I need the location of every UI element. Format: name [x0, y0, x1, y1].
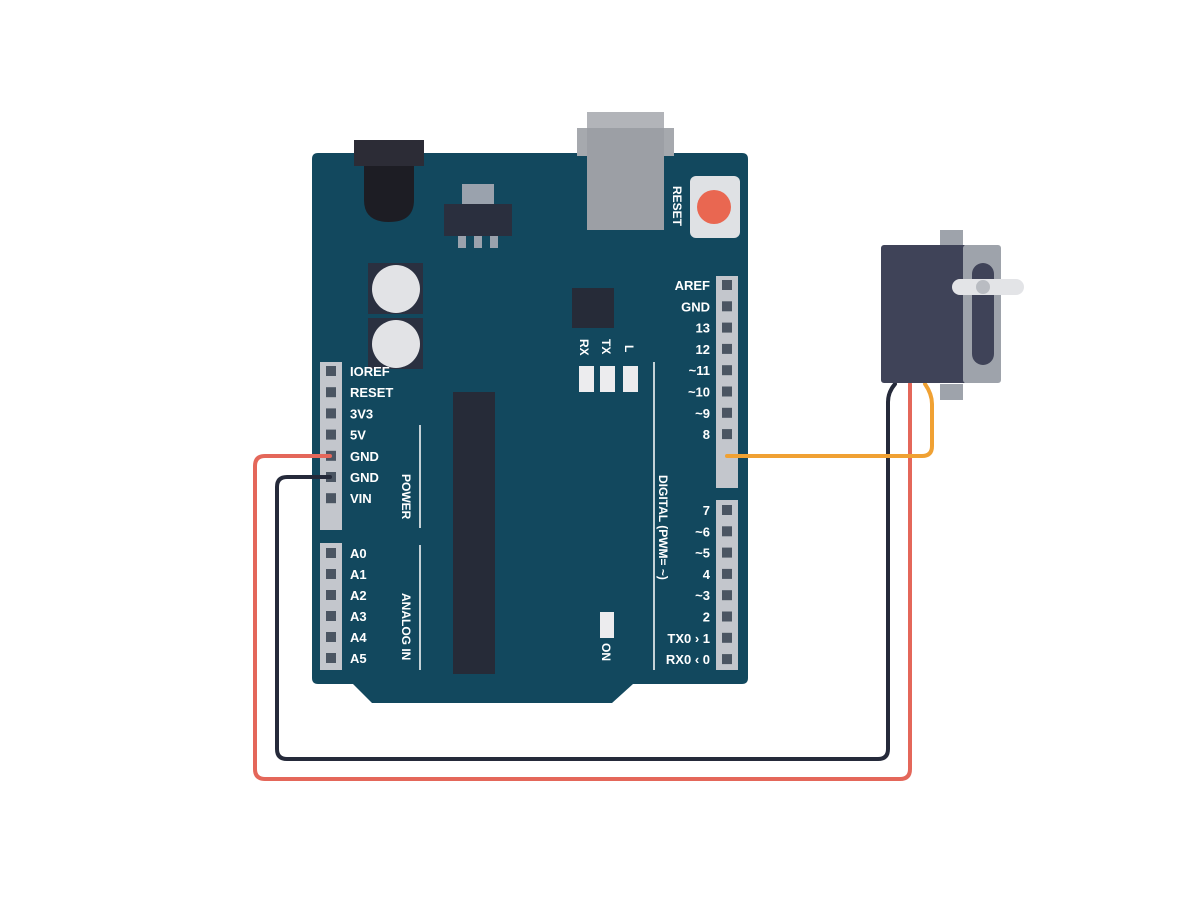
digital-low-pin-4-3 — [722, 568, 732, 579]
ground-wire — [275, 382, 897, 761]
analog-pin-label-a2-2: A2 — [350, 588, 367, 603]
signal-wire-pin9 — [725, 382, 934, 458]
servo-bottom-tab — [940, 384, 963, 400]
digital-pin-9-6 — [722, 407, 732, 418]
power-header — [320, 362, 342, 530]
digital-pin-label-aref-0: AREF — [675, 278, 710, 293]
wires — [253, 382, 934, 781]
digital-low-pin-3-4 — [722, 590, 732, 601]
analog-pin-a3-3 — [326, 611, 336, 621]
analog-pin-label-a0-0: A0 — [350, 546, 367, 561]
microcontroller-chip — [453, 392, 495, 674]
digital-low-pin-label-6-1: ~6 — [695, 524, 710, 539]
analog-pin-a1-1 — [326, 569, 336, 579]
digital-pin-8-7 — [722, 429, 732, 440]
tx-led-label: TX — [599, 339, 613, 354]
analog-pin-a2-2 — [326, 590, 336, 600]
digital-low-pin-2-5 — [722, 611, 732, 622]
digital-low-pin-5-2 — [722, 547, 732, 558]
servo-shaft-slot — [972, 263, 994, 365]
power-pin-label-reset-1: RESET — [350, 385, 393, 400]
power-pin-label-5v-3: 5V — [350, 428, 366, 443]
power-pin-label-gnd-4: GND — [350, 449, 379, 464]
analog-pin-label-a4-4: A4 — [350, 630, 367, 645]
digital-pin-label-13-2: 13 — [696, 321, 710, 336]
digital-pin-label-gnd-1: GND — [681, 299, 710, 314]
digital-low-pin-rx0-0-7 — [722, 654, 732, 665]
digital-group-label: DIGITAL (PWM= ~) — [656, 475, 670, 580]
usb-connector — [577, 112, 674, 230]
servo-body — [881, 245, 967, 383]
digital-pin-label-12-3: 12 — [696, 342, 710, 357]
servo-top-tab — [940, 230, 963, 248]
servo-motor — [881, 230, 1024, 400]
capacitors — [368, 263, 423, 369]
servo-horn — [952, 279, 1024, 295]
rx-led-label: RX — [577, 339, 591, 356]
analog-pin-label-a1-1: A1 — [350, 567, 367, 582]
digital-pin-label-10-5: ~10 — [688, 385, 710, 400]
digital-low-pin-7-0 — [722, 505, 732, 515]
small-chip — [572, 288, 614, 328]
barrel-jack — [354, 140, 424, 222]
power-wire-5v — [253, 382, 912, 781]
analog-header — [320, 543, 342, 670]
power-pin-label-gnd-5: GND — [350, 470, 379, 485]
digital-pin-label-8-7: 8 — [703, 427, 710, 442]
digital-low-pin-label-4-3: 4 — [703, 567, 711, 582]
power-pin-label-ioref-0: IOREF — [350, 364, 390, 379]
reset-button[interactable] — [690, 176, 740, 238]
digital-pin-gnd-1 — [722, 301, 732, 312]
analog-pin-a4-4 — [326, 632, 336, 642]
power-pin-label-vin-6: VIN — [350, 491, 372, 506]
rx-led — [579, 366, 594, 392]
analog-pin-label-a5-5: A5 — [350, 651, 367, 666]
voltage-regulator — [444, 184, 512, 248]
digital-low-pin-label-tx0-1-6: TX0 › 1 — [667, 631, 710, 646]
analog-pin-a5-5 — [326, 653, 336, 663]
digital-low-pin-tx0-1-6 — [722, 632, 732, 643]
power-pin-ioref-0 — [326, 366, 336, 376]
digital-pin-label-11-4: ~11 — [689, 363, 710, 378]
digital-low-pin-label-3-4: ~3 — [695, 588, 710, 603]
power-pin-3v3-2 — [326, 408, 336, 419]
power-pin-5v-3 — [326, 429, 336, 440]
status-leds — [579, 366, 638, 392]
digital-pin-aref-0 — [722, 280, 732, 290]
power-group-label: POWER — [399, 474, 413, 520]
digital-pin-10-5 — [722, 386, 732, 397]
digital-low-pin-label-5-2: ~5 — [695, 546, 710, 561]
reset-label: RESET — [670, 186, 684, 227]
power-pin-reset-1 — [326, 387, 336, 398]
arduino-board: RESET RX TX L ON POWER ANALOG IN DIGITAL… — [312, 112, 748, 703]
digital-low-pin-label-7-0: 7 — [703, 503, 710, 518]
digital-low-pin-label-2-5: 2 — [703, 610, 710, 625]
digital-header-upper — [716, 276, 738, 488]
digital-low-pin-label-rx0-0-7: RX0 ‹ 0 — [666, 652, 710, 667]
power-pin-vin-6 — [326, 493, 336, 504]
digital-header-lower — [716, 500, 738, 670]
analog-group-label: ANALOG IN — [399, 593, 413, 660]
analog-pin-a0-0 — [326, 548, 336, 558]
analog-pin-label-a3-3: A3 — [350, 609, 367, 624]
l-led-label: L — [622, 345, 636, 352]
board-pcb — [312, 153, 748, 703]
on-led — [600, 612, 614, 638]
tx-led — [600, 366, 615, 392]
digital-pin-label-9-6: ~9 — [695, 406, 710, 421]
power-pin-label-3v3-2: 3V3 — [350, 406, 373, 421]
digital-pin-13-2 — [722, 322, 732, 333]
on-led-label: ON — [599, 643, 613, 661]
l-led — [623, 366, 638, 392]
digital-pin-12-3 — [722, 343, 732, 354]
digital-low-pin-6-1 — [722, 526, 732, 537]
digital-pin-11-4 — [722, 365, 732, 376]
